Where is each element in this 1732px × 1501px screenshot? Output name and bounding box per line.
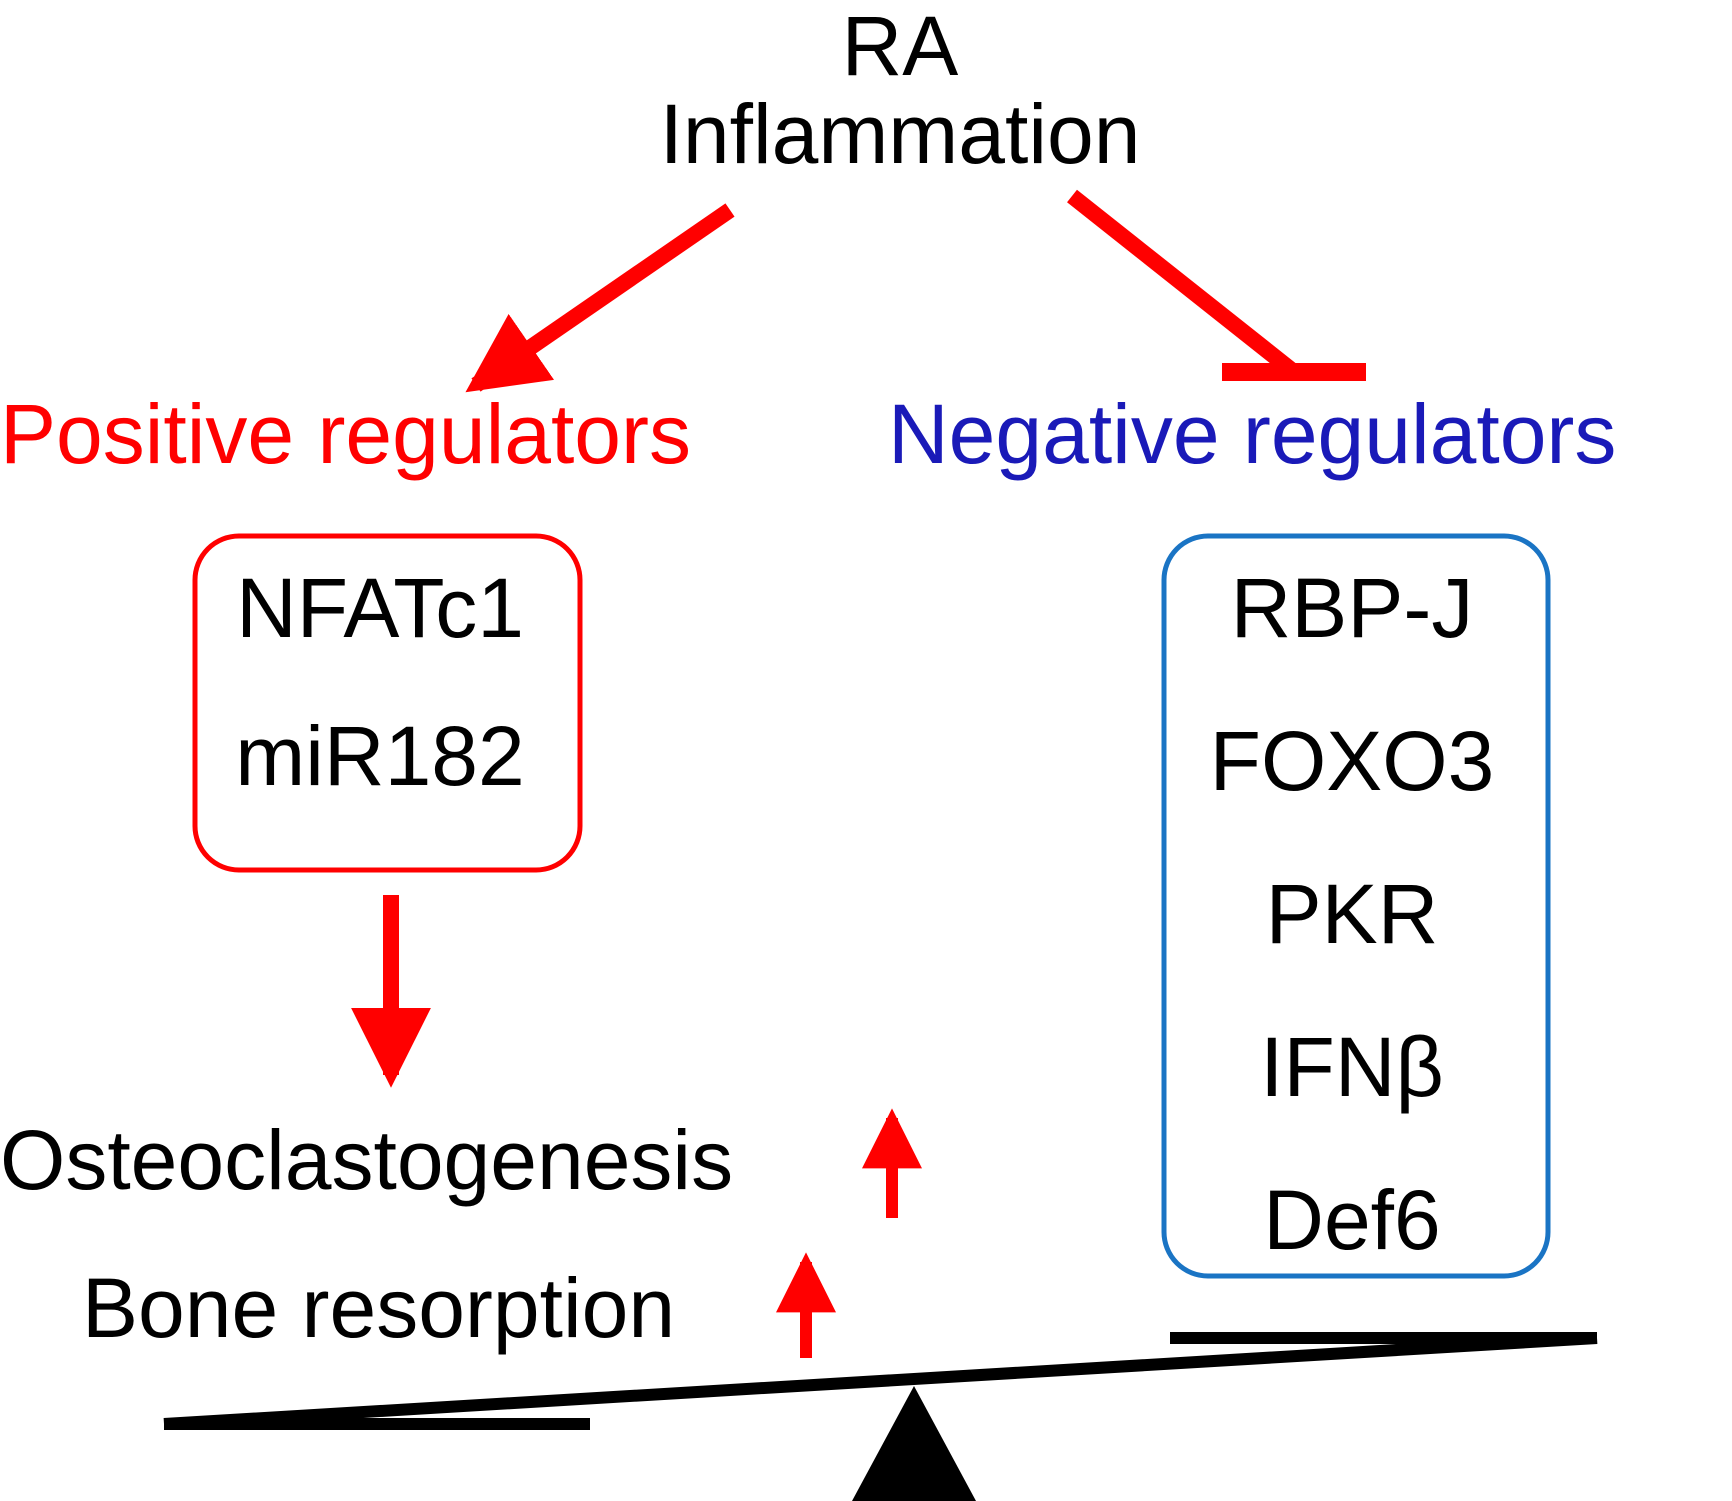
negative-regulators-box xyxy=(1161,533,1551,1279)
scale-beam xyxy=(163,1332,1598,1430)
balance-scale xyxy=(163,1332,1598,1501)
positive-regulators-heading: Positive regulators xyxy=(0,387,691,481)
negative-regulator-item: FOXO3 xyxy=(1209,714,1495,808)
scale-fulcrum xyxy=(852,1386,976,1501)
negative-regulator-item: IFNβ xyxy=(1260,1020,1444,1114)
negative-regulator-item: Def6 xyxy=(1263,1173,1441,1267)
positive-regulators-box xyxy=(192,533,583,873)
negative-regulator-item: PKR xyxy=(1265,867,1439,961)
inhibition-arrow xyxy=(1067,189,1366,381)
title-line-2: Inflammation xyxy=(659,87,1141,181)
positive-regulator-item: miR182 xyxy=(235,709,525,803)
title-line-1: RA xyxy=(841,0,959,93)
negative-regulators-heading: Negative regulators xyxy=(888,387,1617,481)
positive-regulator-item: NFATc1 xyxy=(236,561,524,655)
negative-regulator-item: RBP-J xyxy=(1230,561,1474,655)
activation-arrow xyxy=(465,203,735,393)
effect-bone-resorption: Bone resorption xyxy=(82,1261,676,1355)
effect-osteoclastogenesis: Osteoclastogenesis xyxy=(0,1113,734,1207)
